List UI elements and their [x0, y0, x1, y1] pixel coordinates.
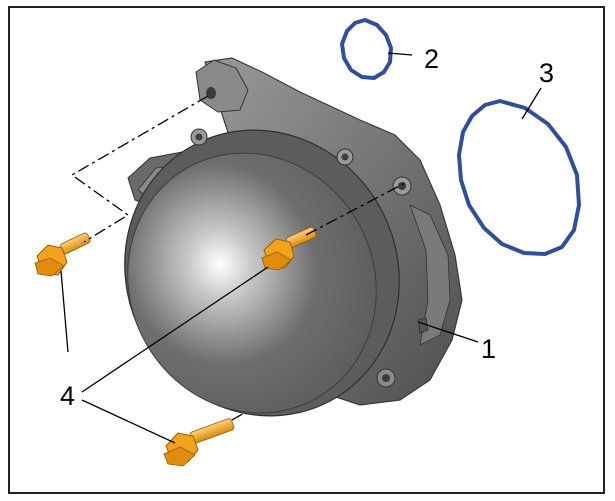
leader-lines — [60, 52, 542, 444]
large-seal-ring — [457, 99, 581, 256]
housing-part — [124, 57, 463, 417]
bolt-left — [34, 232, 91, 277]
bolt-center — [261, 226, 317, 271]
assembly-guide-lines — [70, 95, 406, 421]
callout-1: 1 — [481, 334, 496, 364]
bolt-bottom — [163, 418, 235, 467]
callout-4: 4 — [60, 381, 75, 411]
callout-2: 2 — [424, 44, 439, 74]
callout-3: 3 — [539, 58, 554, 88]
small-seal-ring — [340, 18, 393, 80]
